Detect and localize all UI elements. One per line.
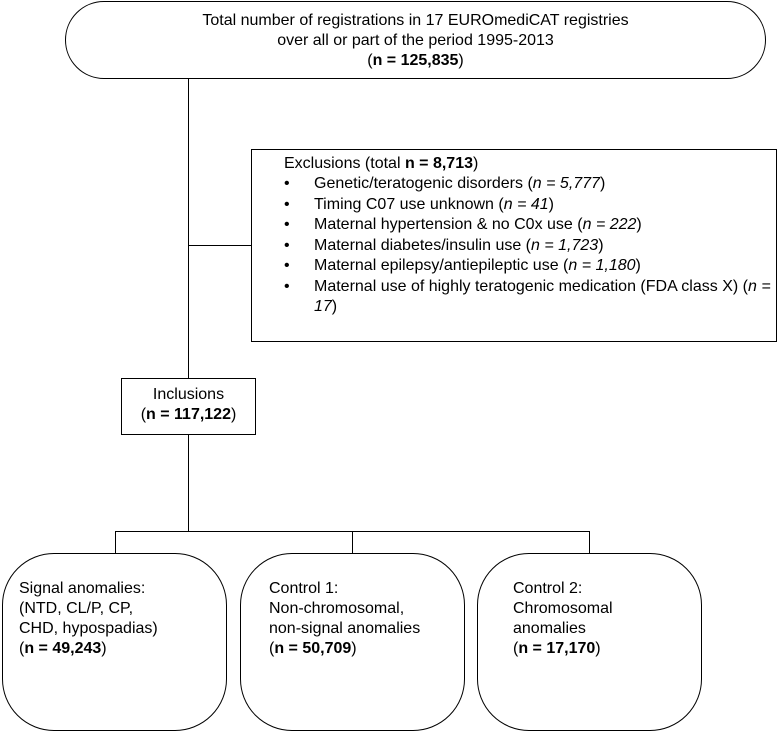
connector-inclusions-down xyxy=(188,435,189,531)
connector-to-signal xyxy=(115,531,116,553)
total-registrations-line1: Total number of registrations in 17 EURO… xyxy=(202,12,629,29)
bullet-icon: • xyxy=(284,195,290,213)
signal-line2: (NTD, CL/P, CP, xyxy=(19,600,134,617)
control2-count: (n = 17,170) xyxy=(513,640,601,657)
exclusions-box: Exclusions (total n = 8,713) •Genetic/te… xyxy=(251,149,777,342)
control1-count: (n = 50,709) xyxy=(269,640,357,657)
control2-box: Control 2: Chromosomal anomalies (n = 17… xyxy=(477,553,702,731)
exclusion-item: •Maternal epilepsy/antiepileptic use (n … xyxy=(284,256,776,277)
control1-box: Control 1: Non-chromosomal, non-signal a… xyxy=(240,553,465,731)
exclusion-item: •Maternal diabetes/insulin use (n = 1,72… xyxy=(284,236,776,257)
inclusions-count: (n = 117,122) xyxy=(140,406,237,423)
total-registrations-line2: over all or part of the period 1995-2013 xyxy=(277,32,554,49)
control1-line2: Non-chromosomal, xyxy=(269,600,405,617)
connector-to-control1 xyxy=(352,531,353,553)
signal-anomalies-box: Signal anomalies: (NTD, CL/P, CP, CHD, h… xyxy=(2,553,227,731)
connector-top-to-inclusions xyxy=(188,79,189,378)
connector-to-exclusions xyxy=(188,245,251,246)
inclusions-box: Inclusions (n = 117,122) xyxy=(121,378,256,435)
control1-line1: Control 1: xyxy=(269,580,339,597)
signal-line1: Signal anomalies: xyxy=(19,580,146,597)
bullet-icon: • xyxy=(284,216,290,233)
signal-count: (n = 49,243) xyxy=(19,640,107,657)
exclusion-item: •Maternal hypertension & no C0x use (n =… xyxy=(284,215,776,236)
connector-to-control2 xyxy=(589,531,590,553)
bullet-icon: • xyxy=(284,236,290,254)
exclusion-item: •Genetic/teratogenic disorders (n = 5,77… xyxy=(284,174,776,195)
exclusions-list: •Genetic/teratogenic disorders (n = 5,77… xyxy=(284,174,776,318)
total-registrations-box: Total number of registrations in 17 EURO… xyxy=(65,1,766,79)
control2-line2: Chromosomal xyxy=(513,600,613,617)
control2-line1: Control 2: xyxy=(513,580,583,597)
control1-line3: non-signal anomalies xyxy=(269,620,421,637)
total-registrations-count: (n = 125,835) xyxy=(367,52,464,69)
bullet-icon: • xyxy=(284,277,290,295)
exclusions-heading: Exclusions (total n = 8,713) xyxy=(284,155,479,172)
signal-line3: CHD, hypospadias) xyxy=(19,620,158,637)
exclusion-item: •Timing C07 use unknown (n = 41) xyxy=(284,195,776,216)
exclusion-item: •Maternal use of highly teratogenic medi… xyxy=(284,277,771,316)
control2-line3: anomalies xyxy=(513,620,586,637)
bullet-icon: • xyxy=(284,175,290,192)
inclusions-label: Inclusions xyxy=(152,386,225,403)
bullet-icon: • xyxy=(284,257,290,274)
